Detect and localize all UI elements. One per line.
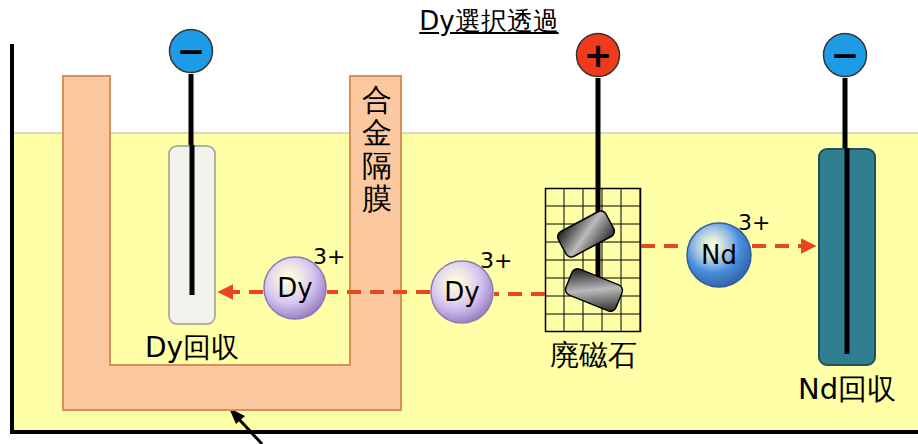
mesh-line	[545, 206, 641, 207]
waste-magnet-basket-shape	[545, 188, 641, 332]
electrode-rod	[845, 148, 850, 354]
polarity-sign: −	[168, 28, 214, 74]
dy-electrode: Dy回収	[168, 145, 216, 325]
ion-flow-arrow	[327, 290, 430, 294]
ion-charge: 3+	[480, 248, 512, 273]
electrode-body	[819, 149, 875, 365]
membrane-label: 合金隔膜	[362, 83, 392, 215]
electrode-wire	[189, 74, 194, 145]
electrode-body	[169, 146, 215, 324]
dy-ion: Dy3+	[263, 256, 327, 320]
dy-ion: Dy3+	[430, 260, 494, 324]
ion-flow-arrow	[494, 292, 545, 296]
membrane-outline	[63, 76, 401, 410]
ion-flow-arrow	[752, 244, 815, 248]
electrode-label: Nd回収	[798, 370, 896, 410]
polarity-sign: −	[822, 32, 868, 78]
bath-surface	[12, 133, 918, 134]
ion-charge: 3+	[313, 244, 345, 269]
ion-flow-arrow	[641, 244, 686, 248]
mesh-line	[545, 314, 641, 315]
mesh-line	[545, 260, 641, 261]
diagram-title: Dy選択透過	[359, 6, 558, 36]
container-wall	[12, 44, 918, 432]
nd-electrode: Nd回収	[818, 148, 876, 366]
polarity-sign: +	[575, 32, 621, 78]
electrode-wire	[596, 78, 601, 188]
ion-charge: 3+	[738, 210, 770, 235]
waste-magnet-basket: 廃磁石	[545, 188, 641, 332]
magnet-piece	[564, 267, 625, 313]
nd-electrode-shape	[818, 148, 876, 366]
cathode-terminal: −	[168, 28, 214, 74]
electrode-label: Dy回収	[145, 329, 239, 367]
title-row: Dy選択透過	[0, 4, 918, 39]
dy-electrode-shape	[168, 145, 216, 325]
mesh-outline	[546, 189, 641, 332]
cathode-terminal: −	[822, 32, 868, 78]
magnet-piece	[556, 209, 617, 259]
ion-flow-arrow	[219, 290, 263, 294]
electrode-rod	[190, 145, 195, 295]
anode-terminal: +	[575, 32, 621, 78]
nd-ion: Nd3+	[686, 222, 752, 288]
basket-label: 廃磁石	[550, 336, 637, 376]
electrode-wire	[843, 78, 848, 148]
